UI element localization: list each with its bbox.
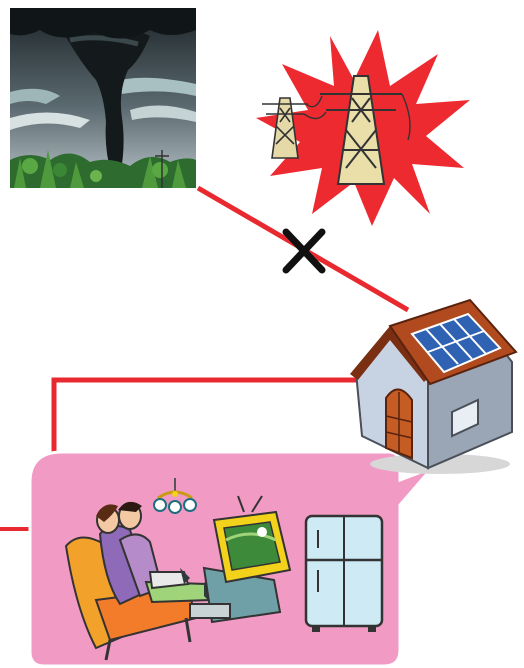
cross-icon — [282, 228, 326, 274]
solar-house-icon — [350, 298, 518, 474]
broken-power-line-icon — [256, 30, 470, 226]
refrigerator-icon — [304, 514, 384, 632]
chandelier-icon — [153, 478, 197, 514]
solar-panel-icon — [410, 312, 502, 374]
tornado-storm-icon — [10, 8, 196, 188]
television-icon — [189, 495, 292, 624]
family-appliances-icon — [28, 450, 434, 668]
blocked-connection — [196, 185, 410, 313]
